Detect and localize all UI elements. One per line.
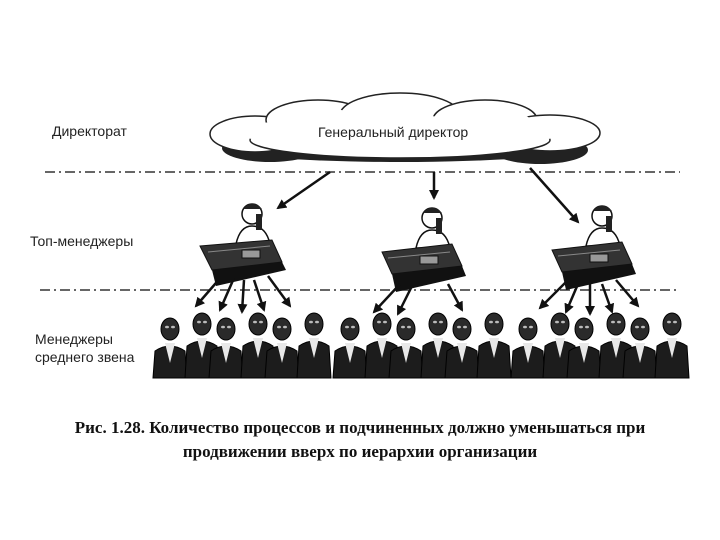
label-middle-managers-line2: среднего звена (35, 349, 135, 365)
middle-managers-group-3 (510, 312, 690, 379)
top-manager-1 (199, 203, 286, 286)
middle-manager-figure (332, 317, 368, 379)
label-middle-managers-line1: Менеджеры (35, 331, 113, 347)
middle-manager-figure (296, 312, 332, 379)
middle-manager-figure (510, 317, 546, 379)
label-top-managers: Топ-менеджеры (30, 233, 134, 249)
middle-manager-figure (654, 312, 690, 379)
top-manager-2 (381, 207, 466, 292)
director-arrows (276, 167, 580, 224)
middle-manager-figure (152, 317, 188, 379)
middle-manager-figure (566, 317, 602, 379)
top-manager-3 (551, 205, 636, 290)
figure-caption: Рис. 1.28. Количество процессов и подчин… (20, 416, 700, 464)
middle-manager-figure (622, 317, 658, 379)
cloud-label: Генеральный директор (318, 124, 469, 140)
middle-managers-group-1 (152, 312, 332, 379)
label-middle-managers: Менеджеры среднего звена (35, 330, 145, 366)
middle-managers-group-2 (332, 312, 512, 379)
middle-manager-figure (208, 317, 244, 379)
middle-manager-figure (388, 317, 424, 379)
manager-arrows (194, 275, 640, 316)
middle-manager-figure (264, 317, 300, 379)
middle-manager-figure (444, 317, 480, 379)
middle-manager-figure (476, 312, 512, 379)
label-directorate: Директорат (52, 123, 127, 139)
caption-line-1: Рис. 1.28. Количество процессов и подчин… (74, 418, 646, 437)
caption-line-2: продвижении вверх по иерархии организаци… (182, 442, 538, 461)
